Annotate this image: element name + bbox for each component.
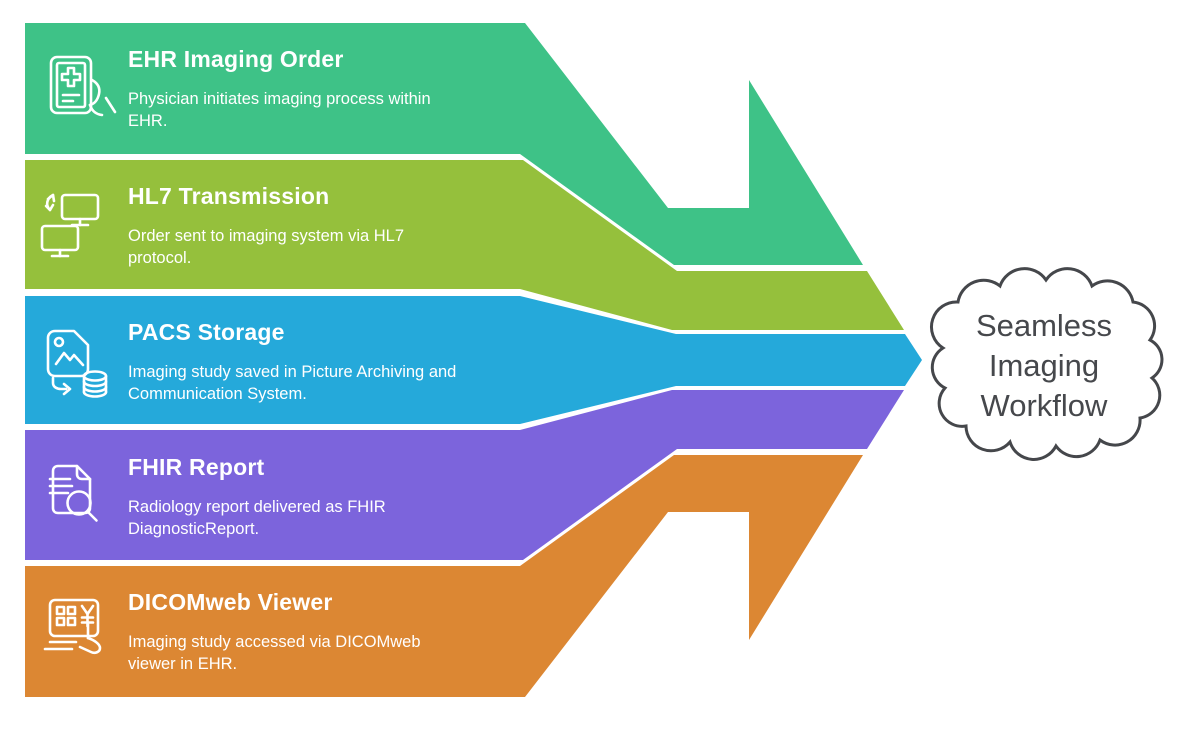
step-title: PACS Storage <box>128 319 285 345</box>
band-shape-hl7 <box>25 160 904 330</box>
document-search-icon <box>48 464 98 522</box>
band-shape-pacs <box>25 296 922 424</box>
band-shape-ehr-order <box>25 23 863 265</box>
step-ehr-order: EHR Imaging Order Physician initiates im… <box>128 45 538 132</box>
step-hl7-transmission: HL7 Transmission Order sent to imaging s… <box>128 182 538 269</box>
step-pacs-storage: PACS Storage Imaging study saved in Pict… <box>128 318 538 405</box>
step-dicomweb-viewer: DICOMweb Viewer Imaging study accessed v… <box>128 588 538 675</box>
step-description: Physician initiates imaging process with… <box>128 90 431 130</box>
monitors-sync-icon <box>40 193 100 258</box>
step-title: EHR Imaging Order <box>128 46 344 72</box>
image-to-database-icon <box>46 329 108 398</box>
workflow-goal-label: Seamless Imaging Workflow <box>975 308 1113 423</box>
screen-tap-icon <box>43 598 102 655</box>
tablet-medical-order-icon <box>49 55 117 117</box>
band-shape-fhir <box>25 390 904 560</box>
step-title: HL7 Transmission <box>128 183 330 209</box>
step-description: Imaging study accessed via DICOMweb view… <box>128 633 421 673</box>
band-shape-dicomweb <box>25 455 863 697</box>
step-description: Radiology report delivered as FHIR Diagn… <box>128 498 386 538</box>
cloud-shape <box>930 267 1164 461</box>
step-title: DICOMweb Viewer <box>128 589 333 615</box>
step-description: Order sent to imaging system via HL7 pro… <box>128 227 405 267</box>
step-fhir-report: FHIR Report Radiology report delivered a… <box>128 453 538 540</box>
step-description: Imaging study saved in Picture Archiving… <box>128 363 457 403</box>
step-title: FHIR Report <box>128 454 265 480</box>
